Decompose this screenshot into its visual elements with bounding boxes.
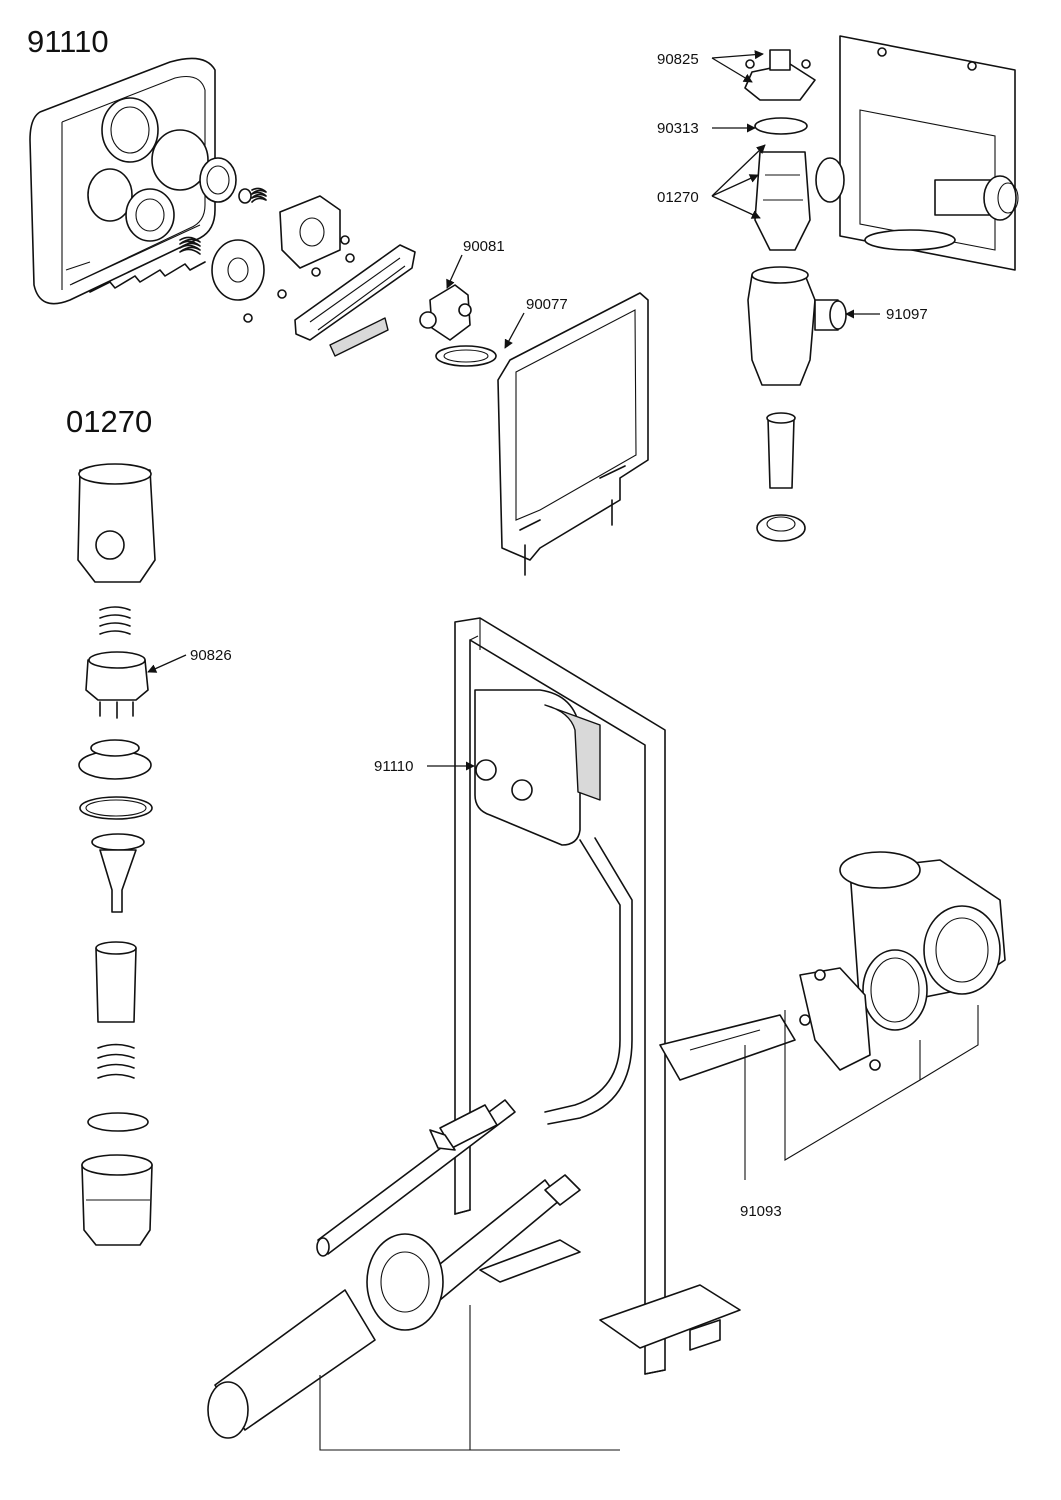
flush-pipe-bend [544,837,633,1125]
callout-90826: 90826 [147,647,232,673]
callout-90077: 90077 [504,296,568,349]
callout-91093-label: 91093 [740,1203,782,1220]
part-91093-bracket-lines [319,1005,979,1451]
part-90081-valve-fitting [419,284,497,367]
callout-01270: 01270 [657,144,766,219]
callout-90313: 90313 [657,120,756,137]
part-90313-o-ring [754,117,808,135]
callout-91097: 91097 [845,306,928,323]
part-01270-valve-insert [754,151,811,251]
callout-91093: 91093 [740,1203,782,1220]
callout-90081-label: 90081 [463,238,505,255]
callout-90077-label: 90077 [526,296,568,313]
installation-frame [454,617,741,1375]
callout-90825-label: 90825 [657,51,699,68]
connection-pipes [207,1014,796,1439]
callout-90826-label: 90826 [190,647,232,664]
valve-sleeve-and-nut [756,412,806,542]
mounting-bracket [815,35,1019,271]
valve-01270-parts-stack [77,463,156,1246]
callout-90081: 90081 [446,238,505,289]
callout-91110-label: 91110 [374,758,414,775]
control-box-housing [29,57,216,305]
assembly-title-valve: 01270 [66,404,152,439]
drain-pipe-set [799,851,1006,1071]
callout-91110: 91110 [374,758,475,775]
callout-91097-label: 91097 [886,306,928,323]
valve-body [747,266,847,386]
part-90825-valve-cap [744,49,816,101]
callout-90825: 90825 [657,50,764,83]
callout-90313-label: 90313 [657,120,699,137]
callout-01270-label: 01270 [657,189,699,206]
control-box-small-parts [179,157,416,357]
part-90077-frame-plate [497,292,649,576]
assembly-title-main: 91110 [27,24,109,59]
cistern-box-91110 [474,689,601,846]
